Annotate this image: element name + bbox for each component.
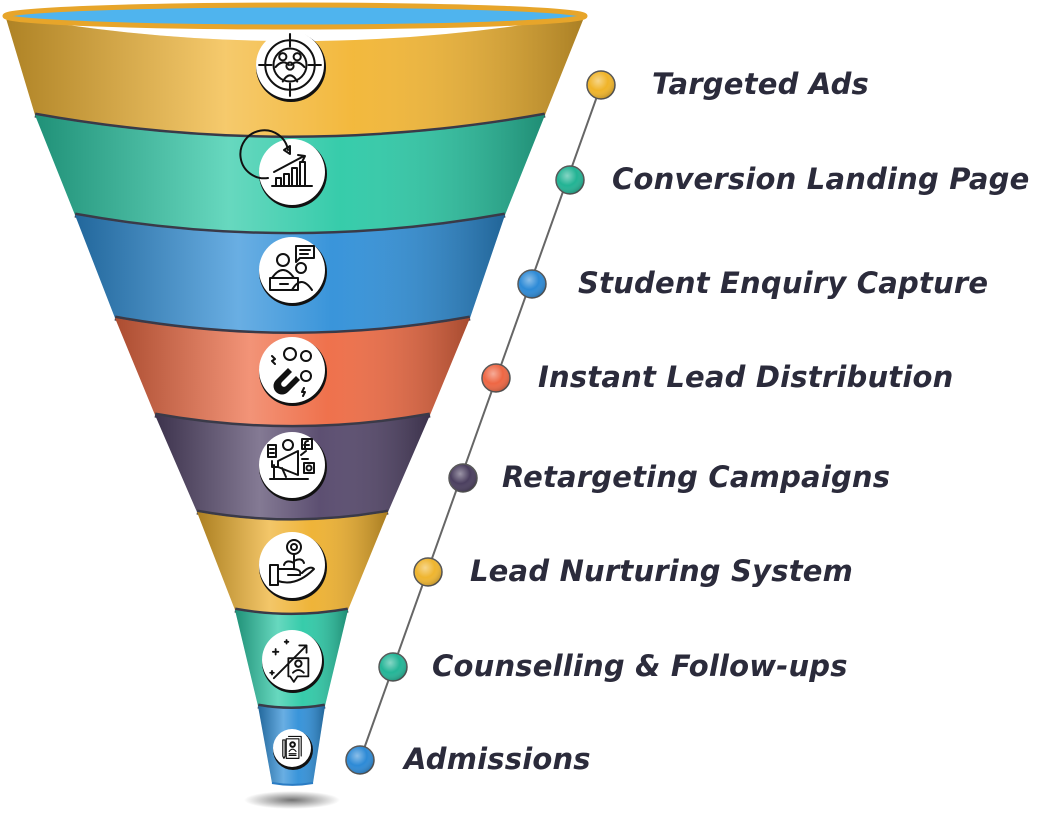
funnel-shadow (244, 791, 340, 809)
lead-magnet-icon (259, 337, 327, 406)
funnel-opening (2, 2, 588, 30)
hand-growth-icon (259, 532, 327, 601)
stage-label-6: Lead Nurturing System (470, 554, 854, 588)
band-separator (114, 315, 471, 337)
stage-dot-4 (481, 363, 511, 393)
stage-dot-8 (345, 745, 375, 775)
stage-dot-6 (413, 557, 443, 587)
band-separator (34, 112, 546, 141)
growth-chart-icon (239, 129, 327, 208)
stage-dot-2 (555, 165, 585, 195)
stage-label-1: Targeted Ads (652, 67, 869, 101)
stage-dot-3 (517, 269, 547, 299)
band-separator (234, 607, 349, 618)
stage-label-8: Admissions (404, 742, 591, 776)
stage-label-4: Instant Lead Distribution (538, 360, 954, 394)
stage-label-7: Counselling & Follow-ups (432, 649, 848, 683)
band-separator (74, 212, 506, 237)
megaphone-social-icon (259, 432, 327, 501)
stage-label-3: Student Enquiry Capture (578, 266, 989, 300)
band-separator (154, 412, 431, 430)
admission-document-icon (273, 729, 313, 770)
target-audience-icon (256, 31, 326, 102)
stage-dot-7 (378, 652, 408, 682)
stage-dot-1 (586, 70, 616, 100)
counselling-chat-icon (262, 630, 324, 693)
band-separator (257, 703, 326, 712)
stage-label-5: Retargeting Campaigns (502, 460, 891, 494)
reception-desk-icon (259, 237, 327, 306)
stage-dot-5 (448, 463, 478, 493)
stage-label-2: Conversion Landing Page (612, 162, 1030, 196)
